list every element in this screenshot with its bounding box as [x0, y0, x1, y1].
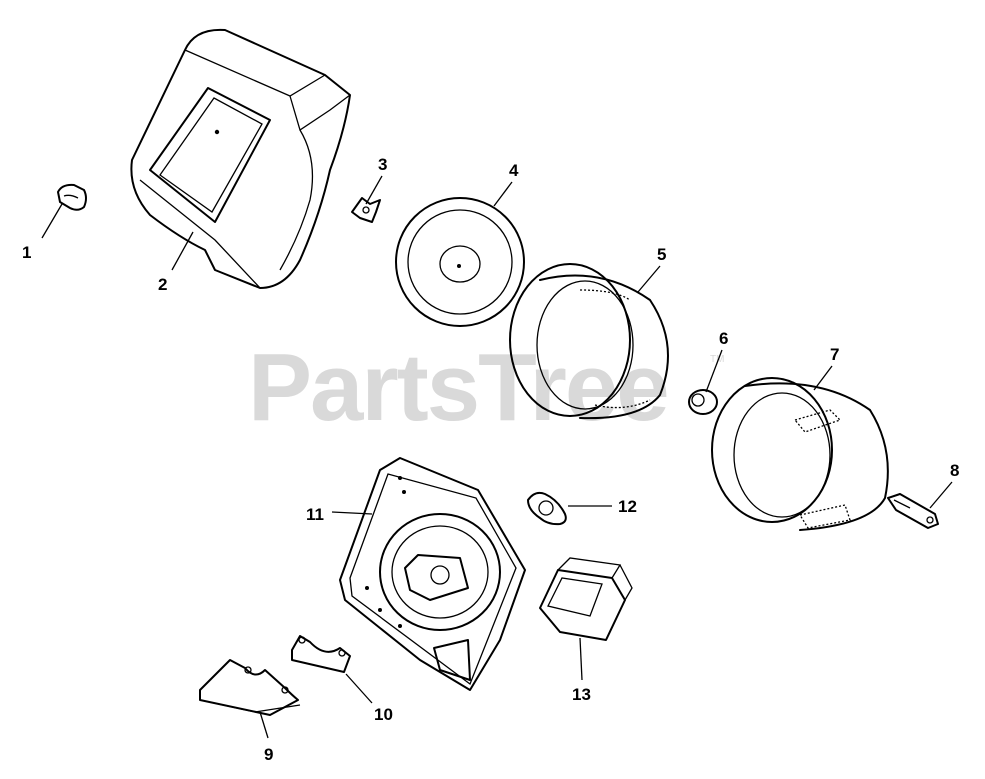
leader-lines [41, 175, 953, 739]
part-5-precleaner[interactable] [509, 263, 669, 420]
callout-10: 10 [374, 705, 393, 724]
callout-4: 4 [509, 161, 519, 180]
callout-11: 11 [306, 505, 324, 524]
callout-8: 8 [950, 461, 959, 480]
part-3-wing-nut[interactable] [351, 197, 381, 223]
callout-5: 5 [657, 245, 666, 264]
callout-labels: 1 2 3 4 5 6 7 8 9 10 11 12 13 [22, 155, 959, 764]
part-8-bolt[interactable] [887, 493, 939, 529]
callout-13: 13 [572, 685, 591, 704]
callout-12: 12 [618, 497, 637, 516]
callout-1: 1 [22, 243, 31, 262]
callout-6: 6 [719, 329, 728, 348]
part-11-base[interactable] [339, 457, 526, 691]
part-6-grommet[interactable] [688, 389, 718, 415]
callout-3: 3 [378, 155, 387, 174]
watermark-trademark: TM [710, 354, 724, 365]
part-1-clip[interactable] [57, 183, 87, 211]
part-13-adapter[interactable] [539, 557, 633, 641]
callout-9: 9 [264, 745, 273, 764]
part-7-element[interactable] [711, 377, 889, 531]
callout-7: 7 [830, 345, 839, 364]
part-2-cover[interactable] [130, 28, 351, 289]
part-9-bracket[interactable] [199, 659, 301, 716]
part-4-disc-filter[interactable] [395, 197, 525, 327]
watermark-text: PartsTree [248, 334, 668, 441]
part-12-gasket[interactable] [527, 491, 567, 526]
part-10-gasket[interactable] [291, 635, 351, 673]
callout-2: 2 [158, 275, 167, 294]
